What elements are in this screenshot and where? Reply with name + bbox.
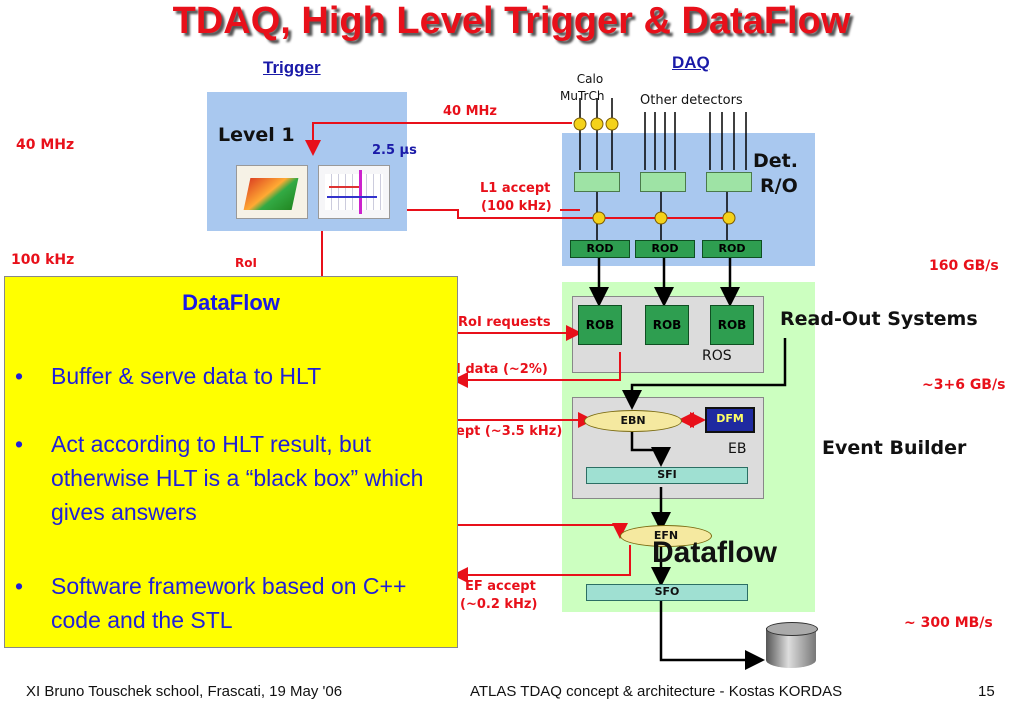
rod-module: ROD (635, 240, 695, 258)
det-ro-label-2: R/O (760, 175, 798, 197)
ef-accept-label-2: (~0.2 kHz) (460, 597, 538, 612)
dataflow-box-title: DataFlow (182, 290, 280, 315)
roi-requests-label: RoI requests (458, 315, 551, 330)
eb-label: EB (728, 441, 747, 457)
mutrch-label: MuTrCh (560, 89, 605, 103)
rod-module: ROD (570, 240, 630, 258)
roi-data-arrow (452, 352, 621, 388)
calorimeter-image (236, 165, 308, 219)
latency-label: 2.5 μs (372, 143, 417, 158)
roi-label: RoI (235, 256, 257, 270)
rob-module: ROB (710, 305, 754, 345)
efn-node: EFN (620, 525, 712, 547)
det-ro-label-1: Det. (753, 150, 798, 172)
other-detectors-label: Other detectors (640, 93, 743, 108)
footer-center: ATLAS TDAQ concept & architecture - Kost… (470, 683, 843, 700)
rod-module: ROD (702, 240, 762, 258)
level1-label: Level 1 (218, 124, 295, 146)
rate-100khz-left: 100 kHz (11, 252, 75, 268)
rob-module: ROB (578, 305, 622, 345)
dataflow-big-label: Dataflow (652, 536, 778, 569)
l1-accept-arrow (407, 209, 730, 219)
l2-accept-label: ept (~3.5 kHz) (456, 424, 563, 439)
detector-buffer (706, 172, 752, 192)
rate-160gbs: 160 GB/s (929, 258, 999, 274)
sfi-node: SFI (586, 467, 748, 484)
rate-3-6gbs: ~3+6 GB/s (922, 377, 1006, 393)
page-number: 15 (978, 683, 995, 700)
rob-module: ROB (645, 305, 689, 345)
daq-header: DAQ (672, 53, 710, 72)
slide-title: TDAQ, High Level Trigger & DataFlow (172, 0, 851, 42)
ros-label: ROS (702, 348, 732, 364)
muon-trigger-image (318, 165, 390, 219)
detector-buffer (640, 172, 686, 192)
dataflow-info-box: DataFlow • Buffer & serve data to HLT • … (4, 276, 458, 648)
clock-40mhz-arrow (305, 122, 572, 156)
l1-accept-label-2: (100 kHz) (481, 199, 552, 214)
rate-40mhz-arrow: 40 MHz (443, 104, 497, 119)
bullet-item: • Act according to HLT result, but other… (15, 431, 424, 525)
trigger-header: Trigger (263, 58, 321, 77)
read-out-systems-label: Read-Out Systems (780, 308, 978, 330)
calo-label: Calo (576, 72, 604, 86)
ef-accept-label-1: EF accept (465, 579, 536, 594)
ebn-node: EBN (584, 410, 682, 432)
ef-accept-arrow (452, 545, 631, 583)
sfo-node: SFO (586, 584, 748, 601)
bullet-item: • Software framework based on C++ code a… (15, 573, 407, 633)
bullet-item: • Buffer & serve data to HLT (15, 363, 322, 389)
dfm-node: DFM (705, 407, 755, 433)
l1-accept-label-1: L1 accept (480, 181, 551, 196)
roi-data-label: I data (~2%) (456, 362, 548, 377)
event-builder-label: Event Builder (822, 437, 967, 459)
storage-disk-icon (766, 622, 818, 672)
rate-300mbs: ~ 300 MB/s (904, 615, 993, 631)
rate-40mhz-left: 40 MHz (16, 137, 75, 153)
footer-left: XI Bruno Touschek school, Frascati, 19 M… (26, 683, 343, 700)
detector-buffer (574, 172, 620, 192)
